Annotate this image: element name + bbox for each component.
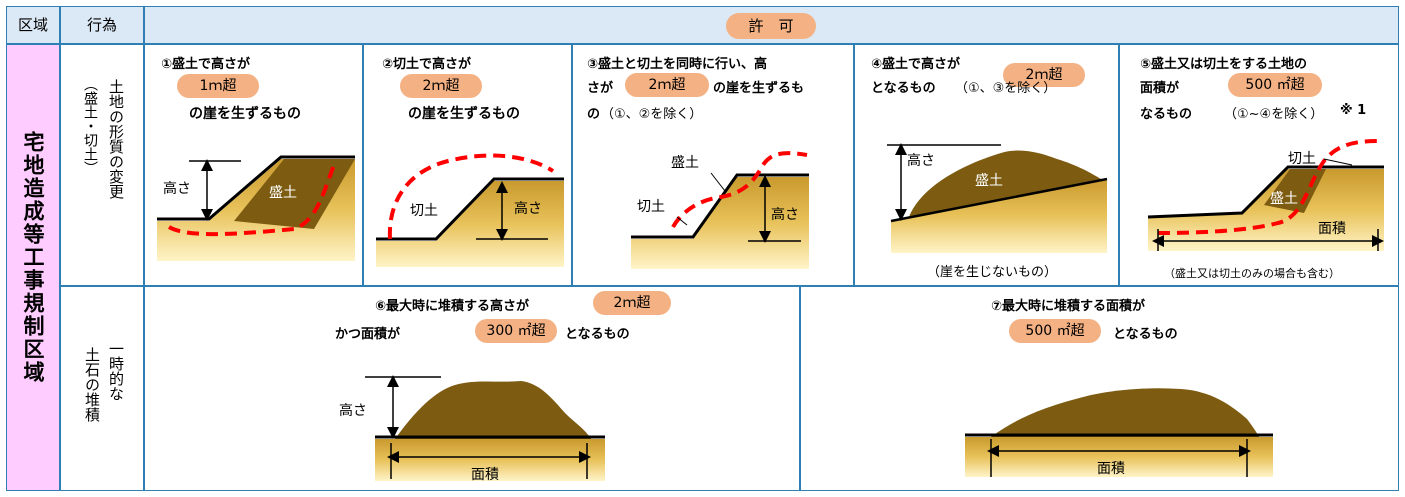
case-3-line1: ③盛土と切土を同時に行い、高 bbox=[587, 57, 768, 72]
permit-header-label: 許 可 bbox=[726, 13, 816, 39]
case-6-cell: ⑥最大時に堆積する高さが 2ｍ超 かつ面積が 300 ㎡超 となるもの 高さ 面… bbox=[144, 286, 800, 491]
case-1-fill-mound bbox=[234, 159, 355, 229]
case-2-cell: ②切土で高さが 2ｍ超 の崖を生ずるもの 切土 高さ bbox=[363, 44, 572, 286]
case-4-ground bbox=[891, 179, 1107, 253]
case-5-fill-label: 盛土 bbox=[1270, 191, 1298, 207]
case-5-line3b: （①~④を除く） bbox=[1224, 107, 1324, 122]
case-3-line2a: さが bbox=[587, 81, 614, 96]
case-5-pill: 500 ㎡超 bbox=[1228, 73, 1322, 97]
case-7-cell: ⑦最大時に堆積する面積が 500 ㎡超 となるもの 面積 bbox=[800, 286, 1399, 491]
case-7-line2b: となるもの bbox=[1113, 327, 1178, 342]
case-3-line3a: の bbox=[587, 107, 601, 122]
case-4-line1: ④盛土で高さが bbox=[871, 57, 961, 72]
case-7-pill: 500 ㎡超 bbox=[1009, 319, 1101, 343]
case-2-dashed-line bbox=[387, 153, 555, 240]
zone-header-label: 区域 bbox=[17, 16, 48, 34]
case-2-ground bbox=[376, 181, 564, 267]
case-6-line1: ⑥最大時に堆積する高さが bbox=[375, 299, 530, 314]
case-3-dashed-line bbox=[671, 151, 808, 229]
action-header: 行為 bbox=[60, 6, 144, 44]
row-land-label-main: 土地の形質の変更 bbox=[107, 79, 125, 199]
case-6-line2a: かつ面積が bbox=[335, 327, 401, 342]
case-4-line2a: となるもの bbox=[871, 81, 936, 96]
case-3-cell: ③盛土と切土を同時に行い、高 さが 2ｍ超 の崖を生ずるも の （①、②を除く）… bbox=[572, 44, 854, 286]
case-3-diagram: 盛土 切土 高さ bbox=[631, 151, 809, 269]
case-5-area-label: 面積 bbox=[1318, 221, 1346, 237]
case-6-mound bbox=[395, 381, 591, 439]
case-1-cell: ①盛土で高さが 1ｍ超 の崖を生ずるもの 高さ 盛土 bbox=[144, 44, 363, 286]
case-1-pill: 1ｍ超 bbox=[177, 74, 259, 98]
case-1-line3: の崖を生ずるもの bbox=[189, 106, 301, 122]
permit-header: 許 可 bbox=[144, 6, 1399, 44]
case-7-line1: ⑦最大時に堆積する面積が bbox=[991, 299, 1146, 314]
case-7-mound bbox=[991, 388, 1259, 437]
case-6-diagram: 高さ 面積 bbox=[339, 375, 605, 483]
case-3-line3b: （①、②を除く） bbox=[601, 107, 703, 122]
case-4-pill: 2ｍ超 bbox=[1003, 63, 1085, 87]
case-3-pill: 2ｍ超 bbox=[625, 73, 709, 97]
row-land-label-sub: （盛土・切土） bbox=[82, 77, 98, 175]
case-4-fill-label: 盛土 bbox=[975, 173, 1003, 189]
case-4-fill-mound bbox=[909, 150, 1101, 217]
case-5-ground bbox=[1148, 169, 1384, 251]
case-2-pill: 2ｍ超 bbox=[400, 74, 482, 98]
case-1-height-label: 高さ bbox=[163, 180, 191, 197]
case-6-line2b: となるもの bbox=[565, 327, 630, 342]
case-3-fill-label: 盛土 bbox=[671, 155, 699, 171]
case-4-diagram: 高さ 盛土 bbox=[887, 143, 1108, 253]
case-6-height-label: 高さ bbox=[339, 402, 367, 419]
case-4-note: （崖を生じないもの） bbox=[927, 265, 1058, 280]
row-pile-label-2: 土石の堆積 bbox=[83, 347, 101, 422]
case-3-cut-label: 切土 bbox=[637, 199, 665, 215]
case-5-line3c: ※ 1 bbox=[1340, 103, 1367, 118]
case-5-fill-mound bbox=[1264, 169, 1326, 213]
case-7-area-label: 面積 bbox=[1097, 461, 1125, 477]
case-6-area-label: 面積 bbox=[471, 467, 499, 483]
case-5-diagram: 切土 盛土 面積 bbox=[1147, 139, 1384, 251]
zone-cell: 宅地造成等工事規制区域 bbox=[6, 44, 60, 491]
case-5-line2: 面積が bbox=[1140, 81, 1180, 96]
case-7-diagram: 面積 bbox=[965, 388, 1273, 477]
case-2-diagram: 切土 高さ bbox=[376, 153, 564, 267]
case-2-height-label: 高さ bbox=[514, 200, 542, 217]
row-pile-label-1: 一時的な bbox=[107, 341, 125, 401]
case-6-pill-area: 300 ㎡超 bbox=[475, 319, 557, 343]
case-3-ground bbox=[631, 177, 809, 269]
case-3-line2b: の崖を生ずるも bbox=[713, 81, 805, 96]
case-1-fill-label: 盛土 bbox=[269, 185, 297, 201]
case-3-height-label: 高さ bbox=[771, 206, 799, 223]
case-2-line3: の崖を生ずるもの bbox=[408, 106, 520, 122]
zone-label: 宅地造成等工事規制区域 bbox=[21, 131, 45, 384]
case-5-line1: ⑤盛土又は切土をする土地の bbox=[1140, 57, 1308, 72]
case-2-title: ②切土で高さが bbox=[382, 57, 472, 72]
case-1-diagram: 高さ 盛土 bbox=[157, 155, 355, 261]
case-5-note: （盛土又は切土のみの場合も含む） bbox=[1164, 267, 1340, 280]
case-6-pill-height: 2ｍ超 bbox=[593, 291, 671, 315]
case-2-cut-label: 切土 bbox=[410, 203, 438, 219]
case-4-height-label: 高さ bbox=[907, 152, 935, 169]
case-1-title: ①盛土で高さが bbox=[161, 57, 251, 72]
case-5-cut-label: 切土 bbox=[1288, 151, 1316, 167]
case-4-cell: ④盛土で高さが 2ｍ超 となるもの （①、③を除く） 高さ 盛土 （崖を生じない… bbox=[854, 44, 1119, 286]
row-land-label-cell: 土地の形質の変更 （盛土・切土） bbox=[60, 44, 144, 286]
zone-header: 区域 bbox=[6, 6, 60, 44]
case-4-line2b: （①、③を除く） bbox=[955, 81, 1057, 96]
action-header-label: 行為 bbox=[86, 16, 117, 34]
row-pile-label-cell: 一時的な 土石の堆積 bbox=[60, 286, 144, 491]
case-5-cell: ⑤盛土又は切土をする土地の 面積が 500 ㎡超 なるもの （①~④を除く） ※… bbox=[1119, 44, 1399, 286]
case-5-line3a: なるもの bbox=[1140, 107, 1193, 122]
case-1-dashed-line bbox=[167, 164, 336, 237]
